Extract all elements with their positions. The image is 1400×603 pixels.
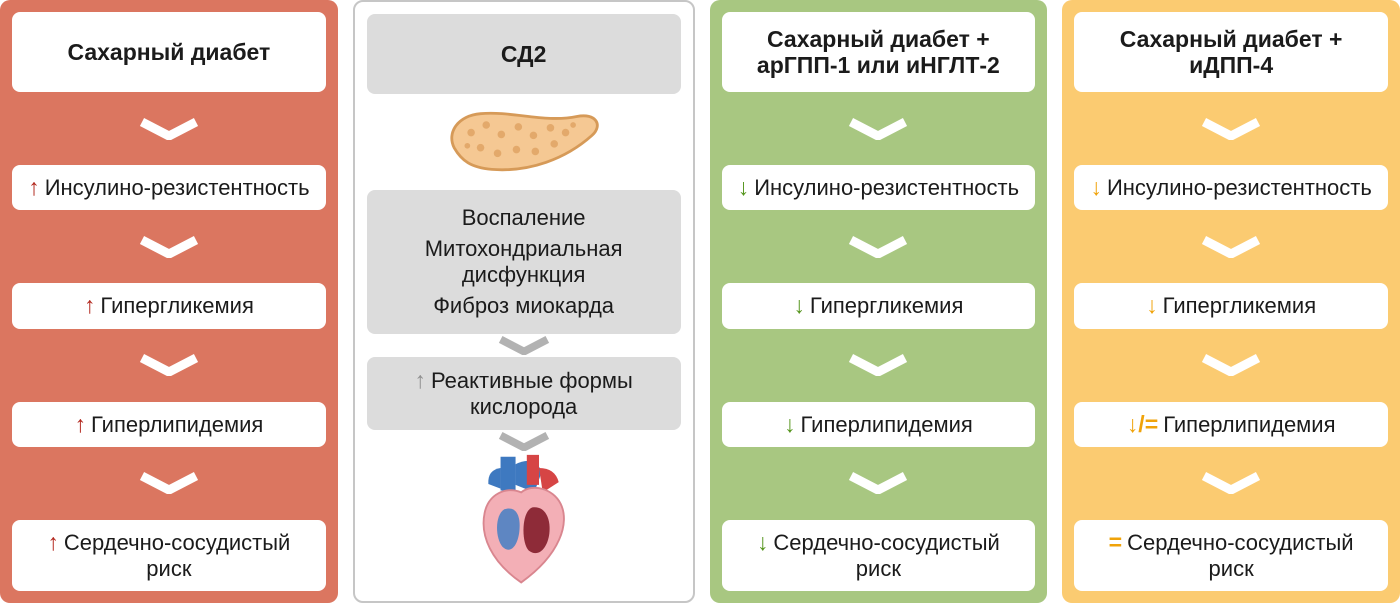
flow-box-label: Гиперлипидемия [90,411,264,437]
up-arrow: ↑ [28,174,40,200]
column-diabetes: Сахарный диабет ↑Инсулино-резистентность… [0,0,338,603]
down-arrow: ↓ [783,410,796,437]
down-arrow: ↓ [793,292,805,319]
pancreas-illustration [450,111,599,172]
chevron-down-icon [498,431,549,451]
ros-box: ↑Реактивные формы кислорода [366,356,681,430]
flow-box: ↑Инсулино-резистентность [12,165,326,211]
flow-box-label: Сердечно-сосудистый риск [1127,529,1354,581]
column-header: Сахарный диабет [12,12,326,92]
mechanism-label: Воспаление [461,204,586,230]
down-arrow: ↓ [1146,292,1158,319]
chevron-down-icon [1202,117,1261,140]
flow-box-label: Гиперлипидемия [1163,411,1336,437]
ros-label: Реактивные формы кислорода [430,367,633,419]
flow-box-label: Инсулино-резистентность [1106,175,1372,200]
flow-box-label: Инсулино-резистентность [754,175,1020,200]
flow-box: ↑Гиперлипидемия [12,401,326,447]
flow-box-label: Сердечно-сосудистый риск [773,529,1000,581]
down-equal-arrow: ↓/= [1126,410,1159,437]
down-arrow: ↓ [756,528,769,555]
flow-box: ↑Гипергликемия [12,283,326,329]
column-title: Сахарный диабет + арГПП-1 или иНГЛТ-2 [756,25,1000,78]
down-arrow: ↓ [1090,174,1102,200]
flow-box-label: Гипергликемия [1162,293,1317,319]
up-arrow: ↑ [414,366,426,393]
chevron-down-icon [139,354,198,376]
chevron-down-icon [1202,235,1261,258]
heart-illustration [482,454,565,584]
flow-box: ↓Инсулино-резистентность [721,165,1036,211]
flow-box: ↓Гипергликемия [1074,283,1388,329]
column-diabetes-arglp1-inglt2: Сахарный диабет + арГПП-1 или иНГЛТ-2 ↓И… [709,0,1048,603]
flow-box: ↓Гиперлипидемия [721,401,1036,447]
column-title: СД2 [500,40,547,67]
flow-box: ↑Сердечно-сосудистый риск [12,519,326,591]
column-diabetes-idpp4: Сахарный диабет + иДПП-4 ↓Инсулино-резис… [1062,0,1400,603]
flow-box: ↓Гипергликемия [721,283,1036,329]
flow-box-label: Гиперлипидемия [800,411,973,437]
column-header: СД2 [366,14,681,94]
column-title: Сахарный диабет + иДПП-4 [1119,25,1343,78]
flow-box: ↓/=Гиперлипидемия [1074,401,1388,447]
mechanism-label: Фиброз миокарда [433,292,615,318]
chevron-down-icon [139,235,198,258]
chevron-down-icon [1202,472,1261,495]
flow-box-label: Инсулино-резистентность [44,175,310,200]
mechanism-label: Митохондриальная дисфункция [424,235,623,287]
flow-box-label: Гипергликемия [809,293,964,319]
chevron-down-icon [139,117,198,140]
chevron-down-icon [849,354,908,376]
chevron-down-icon [849,472,908,495]
column-title: Сахарный диабет [67,38,271,65]
column-sd2: СД2 Воспаление Митохондриальная дисфункц… [352,0,695,603]
chevron-down-icon [1202,354,1261,376]
chevron-down-icon [139,472,198,495]
mechanisms-box: Воспаление Митохондриальная дисфункция Ф… [366,189,681,334]
flow-box-label: Гипергликемия [100,293,254,319]
flow-box: ↓Инсулино-резистентность [1074,165,1388,211]
chevron-down-icon [498,335,549,355]
flow-box: =Сердечно-сосудистый риск [1074,519,1388,591]
down-arrow: ↓ [737,174,750,200]
column-header: Сахарный диабет + арГПП-1 или иНГЛТ-2 [721,12,1036,92]
chevron-down-icon [849,117,908,140]
flow-box: ↓Сердечно-сосудистый риск [721,519,1036,591]
up-arrow: ↑ [83,292,96,319]
column-header: Сахарный диабет + иДПП-4 [1074,12,1388,92]
chevron-down-icon [849,235,908,258]
equal-sign: = [1108,528,1123,555]
up-arrow: ↑ [47,528,59,555]
up-arrow: ↑ [74,410,86,437]
flow-box-label: Сердечно-сосудистый риск [63,529,291,581]
